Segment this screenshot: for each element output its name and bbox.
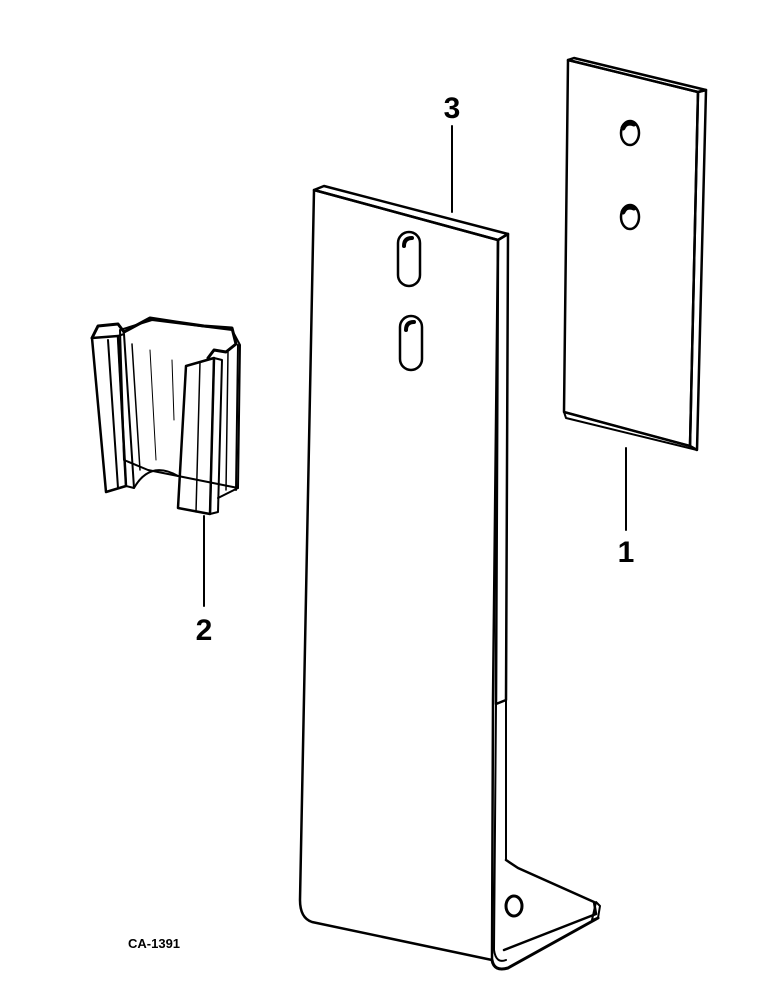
plate-hole-upper <box>619 119 641 147</box>
bracket-slot-upper <box>396 230 422 288</box>
callout-2: 2 <box>196 614 213 647</box>
bracket-foot-hole <box>504 894 524 918</box>
bracket-slot-lower <box>398 314 424 372</box>
callout-3: 3 <box>444 92 461 125</box>
figure-code-label: CA-1391 <box>128 936 180 951</box>
part-3-l-bracket <box>298 184 601 971</box>
callout-1: 1 <box>618 536 635 569</box>
part-1-plate <box>562 56 708 452</box>
part-2-channel-clip <box>90 316 241 516</box>
plate-hole-lower <box>619 203 641 231</box>
